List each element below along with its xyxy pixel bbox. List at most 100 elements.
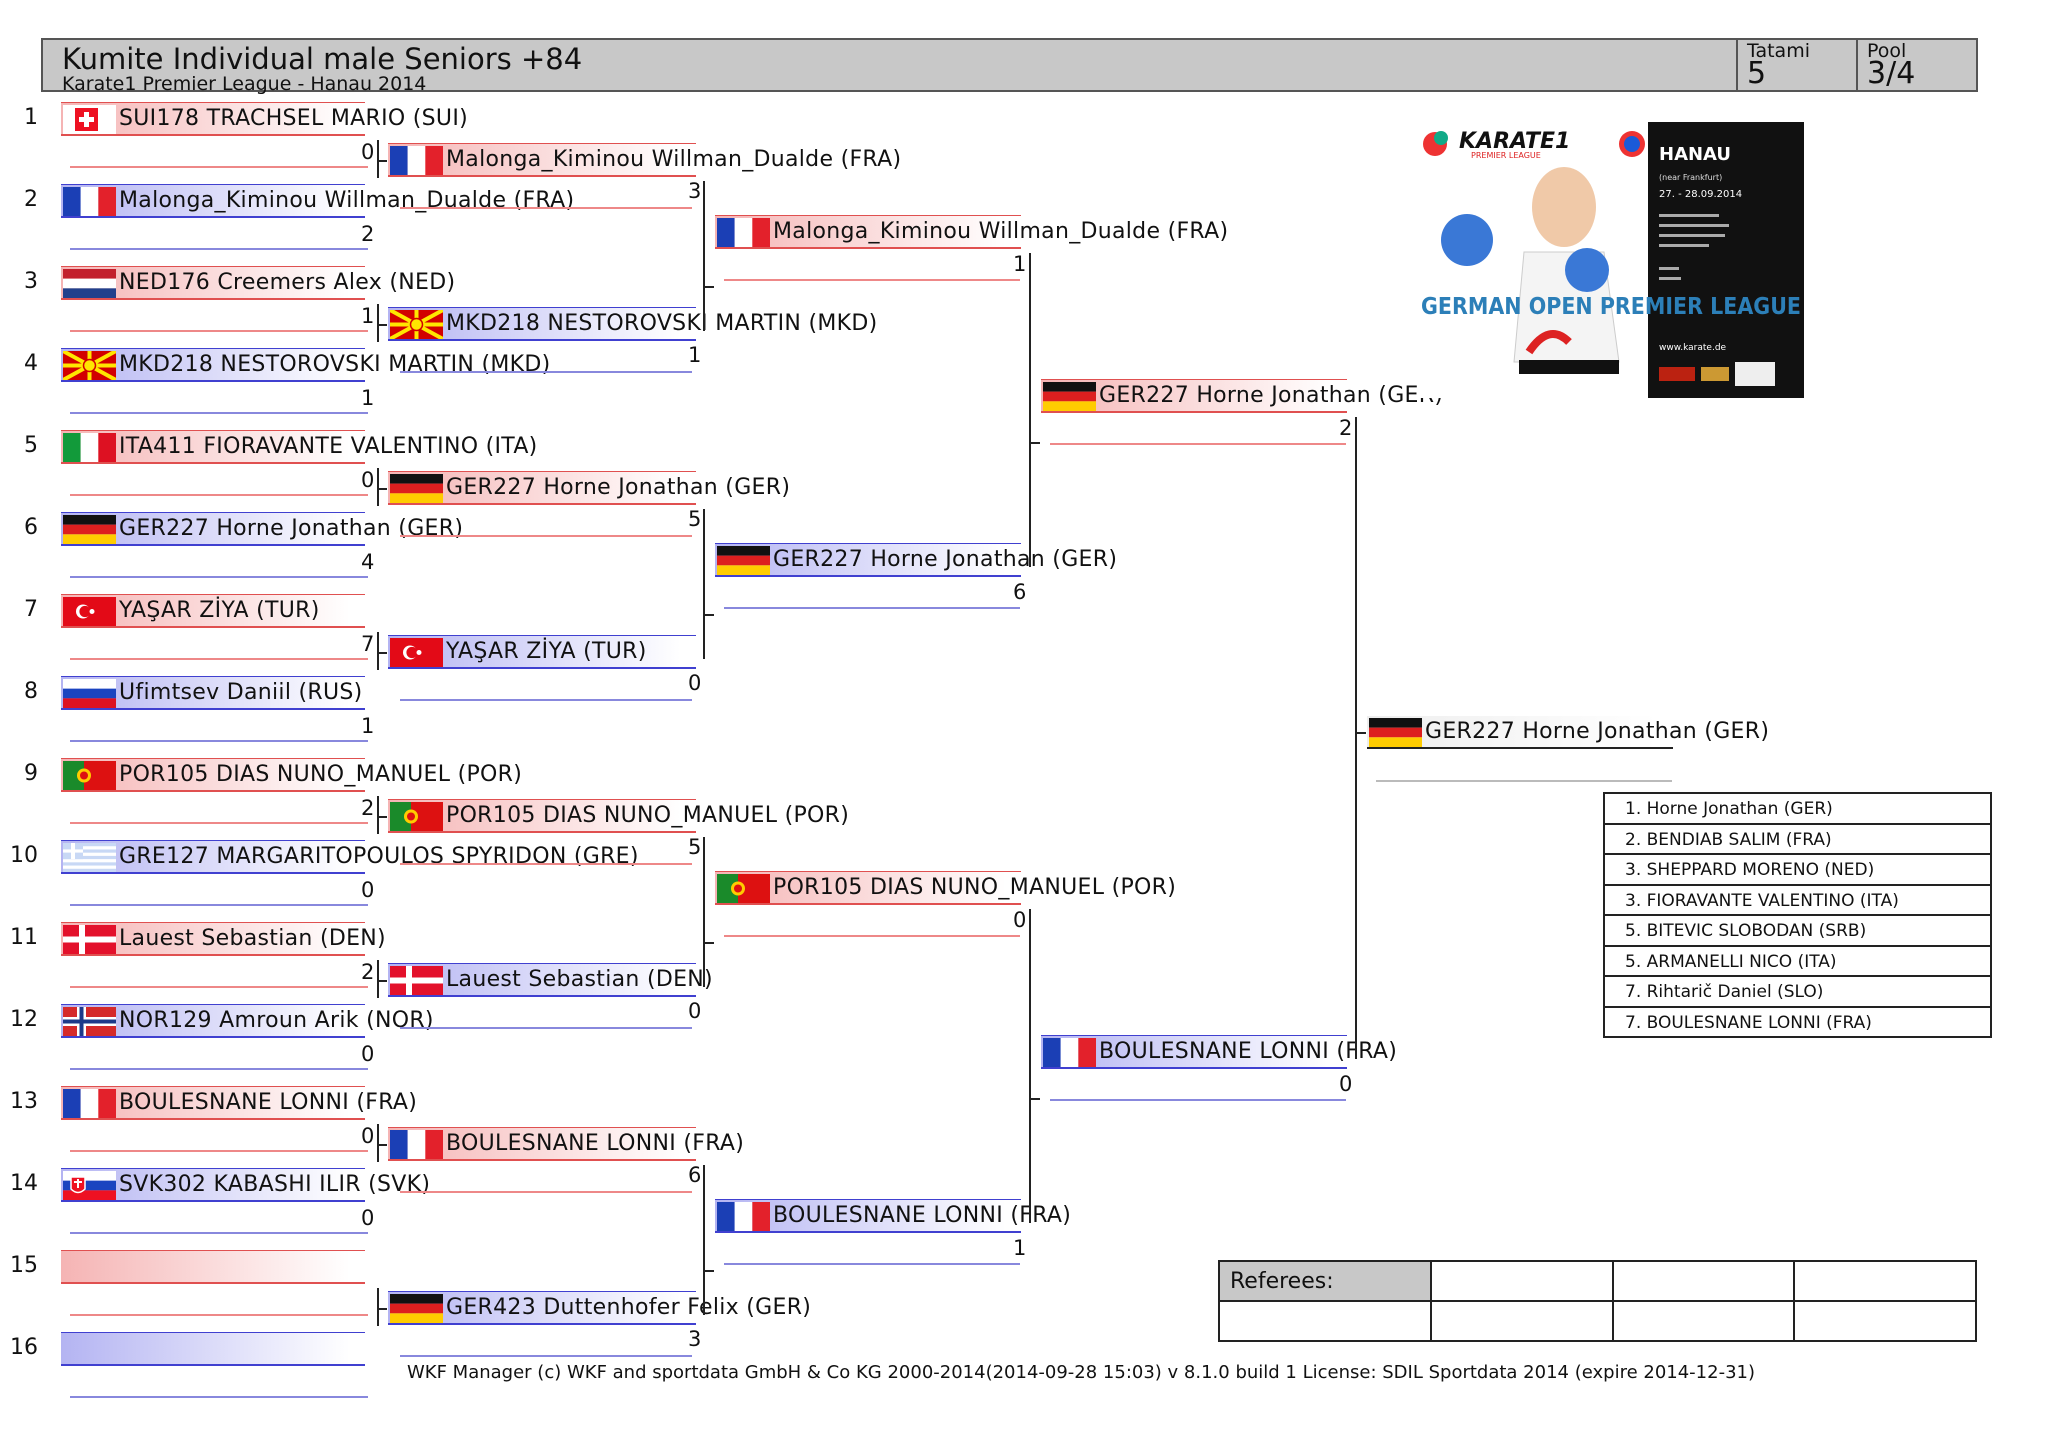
score-line xyxy=(70,330,368,332)
competitor-slot[interactable]: Ufimtsev Daniil (RUS) xyxy=(61,676,365,710)
score-line xyxy=(724,935,1020,937)
flag-icon xyxy=(390,1294,443,1324)
bracket-connector xyxy=(377,304,379,342)
winner-slot[interactable]: GER227 Horne Jonathan (GER) xyxy=(1367,716,1769,749)
competitor-slot[interactable]: SUI178 TRACHSEL MARIO (SUI) xyxy=(61,102,468,136)
competitor-slot[interactable]: GER227 Horne Jonathan (GER) xyxy=(388,471,790,505)
competitor-slot[interactable]: GER227 Horne Jonathan (GER) xyxy=(1041,379,1443,413)
flag-icon xyxy=(717,874,770,903)
poster-city: HANAU xyxy=(1659,144,1731,165)
flag-icon xyxy=(63,515,116,545)
score-line xyxy=(400,699,692,701)
score-line xyxy=(70,166,368,168)
bracket-connector xyxy=(703,286,714,288)
competitor-slot[interactable]: BOULESNANE LONNI (FRA) xyxy=(388,1127,744,1161)
flag-icon xyxy=(1043,1038,1097,1067)
competitor-slot[interactable]: NED176 Creemers Alex (NED) xyxy=(61,266,455,300)
competitor-slot[interactable]: POR105 DIAS NUNO_MANUEL (POR) xyxy=(388,799,849,833)
competitor-slot[interactable]: YAŞAR ZİYA (TUR) xyxy=(388,635,696,669)
seed-number: 14 xyxy=(10,1171,38,1196)
result-row: 7. Rihtarič Daniel (SLO) xyxy=(1605,977,1990,1008)
flag-icon xyxy=(717,546,770,576)
referee-cell[interactable] xyxy=(1611,1260,1796,1302)
score-value: 2 xyxy=(361,960,375,984)
score-line xyxy=(70,658,368,660)
competitor-slot[interactable]: BOULESNANE LONNI (FRA) xyxy=(1041,1035,1397,1069)
score-line xyxy=(724,1263,1020,1265)
competitor-name: MKD218 NESTOROVSKI MARTIN (MKD) xyxy=(119,352,551,377)
poster-banner: GERMAN OPEN PREMIER LEAGUE xyxy=(1421,294,1801,320)
competitor-name: ITA411 FIORAVANTE VALENTINO (ITA) xyxy=(119,434,538,459)
score-value: 0 xyxy=(361,468,375,492)
bracket-connector xyxy=(1355,732,1366,734)
bracket-connector xyxy=(1029,909,1031,1223)
score-line xyxy=(70,740,368,742)
competitor-slot[interactable] xyxy=(61,1250,365,1284)
score-line xyxy=(70,1068,368,1070)
result-row: 5. BITEVIC SLOBODAN (SRB) xyxy=(1605,916,1990,947)
competitor-slot[interactable]: BOULESNANE LONNI (FRA) xyxy=(61,1086,417,1120)
score-value: 6 xyxy=(1013,580,1027,604)
result-row: 1. Horne Jonathan (GER) xyxy=(1605,794,1990,825)
referee-cell[interactable] xyxy=(1793,1260,1977,1302)
competitor-slot[interactable]: Lauest Sebastian (DEN) xyxy=(61,922,386,956)
score-value: 1 xyxy=(688,343,702,367)
competitor-slot[interactable]: BOULESNANE LONNI (FRA) xyxy=(715,1199,1071,1233)
score-value: 6 xyxy=(688,1163,702,1187)
competitor-slot[interactable]: SVK302 KABASHI ILIR (SVK) xyxy=(61,1168,430,1202)
competitor-slot[interactable] xyxy=(61,1332,365,1366)
bracket-connector xyxy=(377,632,379,670)
bracket-connector xyxy=(377,1308,387,1310)
competitor-slot[interactable]: YAŞAR ZİYA (TUR) xyxy=(61,594,365,628)
competitor-slot[interactable]: GER423 Duttenhofer Felix (GER) xyxy=(388,1291,811,1325)
score-value: 5 xyxy=(688,507,702,531)
competitor-slot[interactable]: Malonga_Kiminou Willman_Dualde (FRA) xyxy=(61,184,574,218)
competitor-slot[interactable]: MKD218 NESTOROVSKI MARTIN (MKD) xyxy=(61,348,550,382)
competitor-slot[interactable]: GER227 Horne Jonathan (GER) xyxy=(61,512,463,546)
competitor-slot[interactable]: POR105 DIAS NUNO_MANUEL (POR) xyxy=(61,758,522,792)
score-value: 0 xyxy=(361,1124,375,1148)
competitor-slot[interactable]: ITA411 FIORAVANTE VALENTINO (ITA) xyxy=(61,430,537,464)
score-value: 1 xyxy=(361,304,375,328)
result-row: 3. FIORAVANTE VALENTINO (ITA) xyxy=(1605,886,1990,916)
referee-cell[interactable] xyxy=(1429,1260,1614,1302)
score-line xyxy=(70,1150,368,1152)
competitor-name: POR105 DIAS NUNO_MANUEL (POR) xyxy=(446,803,850,828)
pool-value: 3/4 xyxy=(1867,56,1916,91)
flag-icon xyxy=(62,349,117,382)
flag-icon xyxy=(390,802,443,831)
referees-label: Referees: xyxy=(1218,1260,1432,1302)
flag-icon xyxy=(1043,382,1096,412)
competitor-slot[interactable]: Lauest Sebastian (DEN) xyxy=(388,963,713,997)
flag-icon xyxy=(390,638,443,667)
competitor-slot[interactable]: MKD218 NESTOROVSKI MARTIN (MKD) xyxy=(388,307,877,341)
competitor-name: SUI178 TRACHSEL MARIO (SUI) xyxy=(119,106,468,131)
score-line xyxy=(70,986,368,988)
competitor-slot[interactable]: NOR129 Amroun Arik (NOR) xyxy=(61,1004,433,1038)
score-value: 1 xyxy=(1013,1236,1027,1260)
poster-dates: 27. - 28.09.2014 xyxy=(1659,189,1742,200)
competitor-name: Ufimtsev Daniil (RUS) xyxy=(119,680,363,705)
pool-cell: Pool 3/4 xyxy=(1856,40,1978,91)
competitor-name: BOULESNANE LONNI (FRA) xyxy=(1099,1039,1398,1064)
score-value: 0 xyxy=(1339,1072,1353,1096)
competitor-slot[interactable]: GER227 Horne Jonathan (GER) xyxy=(715,543,1117,577)
competitor-slot[interactable]: POR105 DIAS NUNO_MANUEL (POR) xyxy=(715,871,1176,905)
referee-cell[interactable] xyxy=(1793,1300,1977,1342)
event-poster-image: KARATE1 PREMIER LEAGUE HANAU (near Frank… xyxy=(1419,122,1804,398)
competitor-name: Malonga_Kiminou Willman_Dualde (FRA) xyxy=(119,188,575,213)
referee-cell[interactable] xyxy=(1429,1300,1614,1342)
referee-cell[interactable] xyxy=(1218,1300,1432,1342)
competitor-name: Malonga_Kiminou Willman_Dualde (FRA) xyxy=(773,219,1229,244)
score-line xyxy=(400,535,692,537)
score-line xyxy=(400,1355,692,1357)
score-line xyxy=(70,412,368,414)
seed-number: 1 xyxy=(24,105,38,130)
competitor-slot[interactable]: Malonga_Kiminou Willman_Dualde (FRA) xyxy=(388,143,901,177)
score-value: 0 xyxy=(1013,908,1027,932)
competitor-slot[interactable]: Malonga_Kiminou Willman_Dualde (FRA) xyxy=(715,215,1228,249)
final-results: 1. Horne Jonathan (GER)2. BENDIAB SALIM … xyxy=(1603,792,1992,1038)
competitor-slot[interactable]: GRE127 MARGARITOPOULOS SPYRIDON (GRE) xyxy=(61,840,638,874)
referee-cell[interactable] xyxy=(1611,1300,1796,1342)
